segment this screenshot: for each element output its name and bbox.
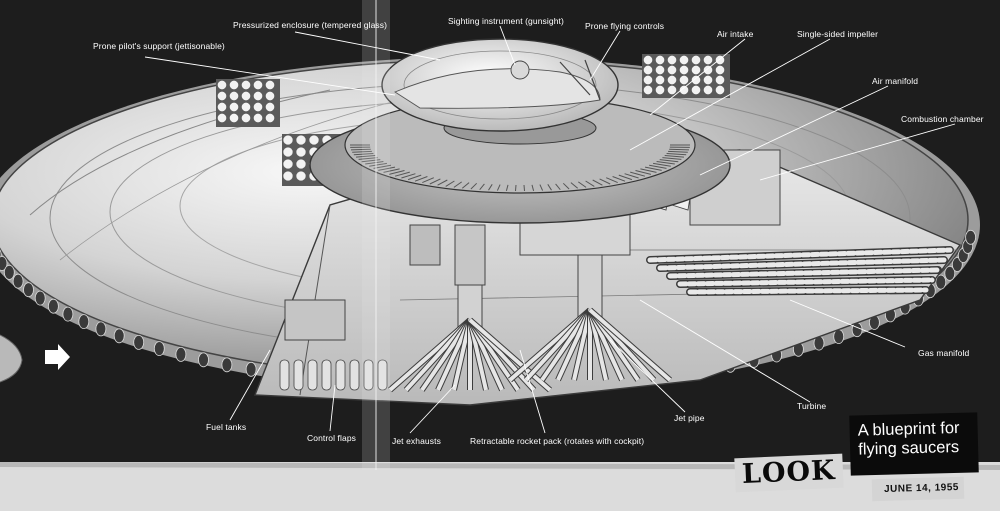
right-arrow-icon <box>45 344 70 370</box>
prone-pilot-figure <box>394 68 601 109</box>
headline-caption: A blueprint for flying saucers <box>857 418 960 459</box>
label-retractable-rocket-pack: Retractable rocket pack (rotates with co… <box>470 436 645 446</box>
label-prone-pilots-support: Prone pilot's support (jettisonable) <box>93 41 225 51</box>
label-sighting-instrument: Sighting instrument (gunsight) <box>448 16 564 26</box>
label-air-manifold: Air manifold <box>872 76 919 86</box>
cockpit-assembly <box>309 38 731 224</box>
label-air-intake: Air intake <box>717 29 754 39</box>
label-jet-pipe: Jet pipe <box>674 413 705 423</box>
label-jet-exhausts: Jet exhausts <box>392 436 441 446</box>
label-control-flaps: Control flaps <box>307 433 357 443</box>
label-combustion-chamber: Combustion chamber <box>901 114 984 124</box>
label-single-sided-impeller: Single-sided impeller <box>797 29 878 39</box>
callout-leader-lines <box>144 25 956 434</box>
label-turbine: Turbine <box>797 401 827 411</box>
label-gas-manifold: Gas manifold <box>918 348 970 358</box>
issue-date: JUNE 14, 1955 <box>883 482 960 495</box>
gas-manifold-tubes <box>646 246 954 296</box>
jet-exhaust-bundles <box>279 229 672 393</box>
label-prone-flying-controls: Prone flying controls <box>585 21 665 31</box>
label-fuel-tanks: Fuel tanks <box>206 422 247 432</box>
label-pressurized-enclosure: Pressurized enclosure (tempered glass) <box>233 20 388 30</box>
fuel-tank <box>284 299 346 341</box>
impeller-ribs <box>350 144 690 192</box>
magazine-logo: LOOK <box>741 454 837 491</box>
